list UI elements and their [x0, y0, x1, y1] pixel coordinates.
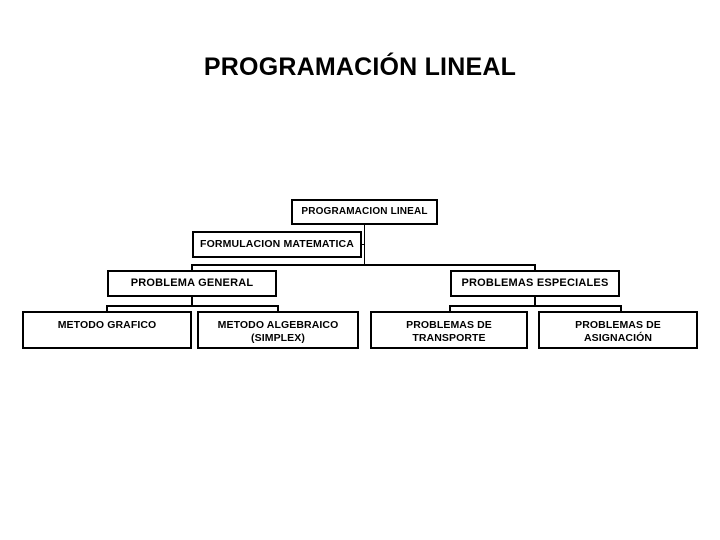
- node-label: FORMULACION MATEMATICA: [200, 238, 354, 250]
- node-formulacion-matematica[interactable]: FORMULACION MATEMATICA: [192, 231, 362, 258]
- connector-level3-drop-right: [534, 264, 536, 271]
- connector-problemas-transporte-drop: [449, 305, 451, 312]
- connector-level3-bar: [191, 264, 535, 266]
- node-metodo-grafico[interactable]: METODO GRAFICO: [22, 311, 192, 349]
- connector-problema-general-bar: [106, 305, 278, 307]
- node-label: PROBLEMA GENERAL: [130, 277, 254, 289]
- connector-level3-drop-left: [191, 264, 193, 271]
- node-metodo-algebraico[interactable]: METODO ALGEBRAICO (SIMPLEX): [197, 311, 359, 349]
- connector-metodo-grafico-drop: [106, 305, 108, 312]
- node-label: PROBLEMAS ESPECIALES: [461, 277, 609, 289]
- node-label: PROBLEMAS DE ASIGNACIÓN: [575, 319, 661, 344]
- node-label: METODO ALGEBRAICO (SIMPLEX): [217, 319, 339, 344]
- node-label: PROBLEMAS DE TRANSPORTE: [406, 319, 492, 344]
- node-label: PROGRAMACION LINEAL: [301, 206, 428, 217]
- node-label: METODO GRAFICO: [57, 319, 157, 331]
- page-title: PROGRAMACIÓN LINEAL: [203, 53, 517, 81]
- connector-problema-general-trunk: [191, 296, 193, 306]
- node-problema-general[interactable]: PROBLEMA GENERAL: [107, 270, 277, 297]
- node-problemas-de-transporte[interactable]: PROBLEMAS DE TRANSPORTE: [370, 311, 528, 349]
- connector-problemas-asignacion-drop: [620, 305, 622, 312]
- connector-metodo-algebraico-drop: [277, 305, 279, 312]
- connector-problemas-especiales-bar: [449, 305, 621, 307]
- connector-formulacion-stub: [362, 243, 365, 246]
- connector-problemas-especiales-trunk: [534, 296, 536, 306]
- node-problemas-de-asignacion[interactable]: PROBLEMAS DE ASIGNACIÓN: [538, 311, 698, 349]
- node-problemas-especiales[interactable]: PROBLEMAS ESPECIALES: [450, 270, 620, 297]
- node-programacion-lineal[interactable]: PROGRAMACION LINEAL: [291, 199, 438, 225]
